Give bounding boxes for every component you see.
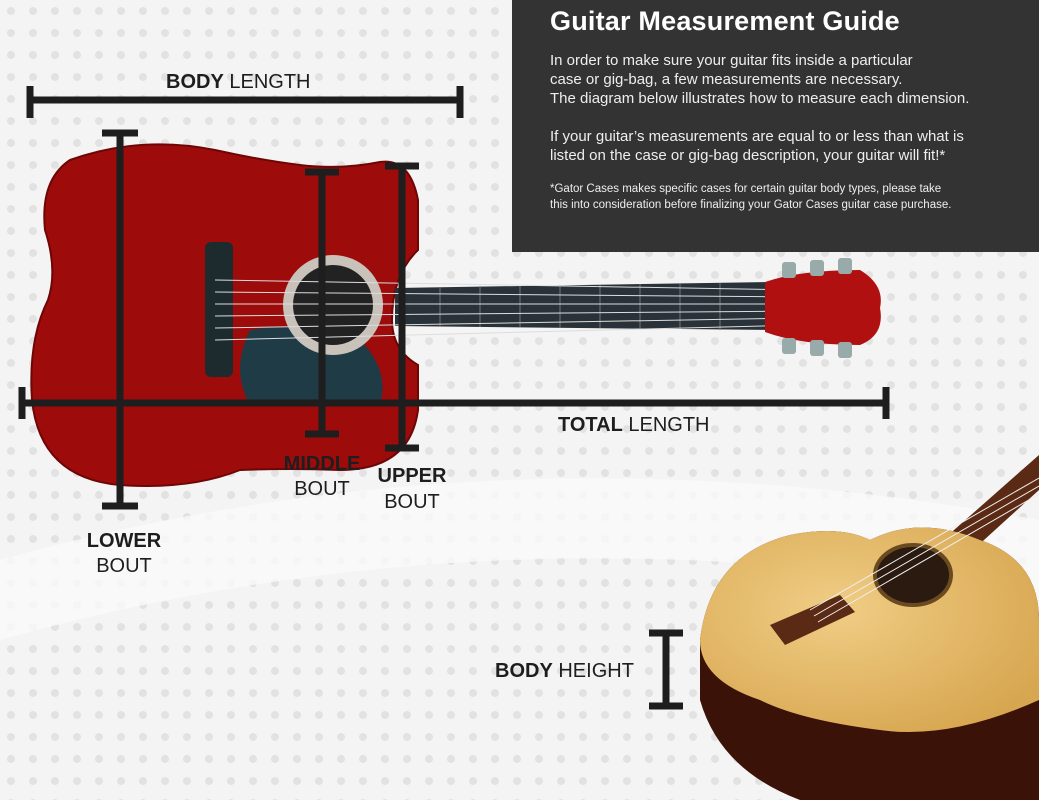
lower-bout-bar: [102, 129, 138, 510]
footnote-text: *Gator Cases makes specific cases for ce…: [550, 181, 1039, 213]
body-length-bar: [26, 86, 464, 118]
natural-bridge: [770, 595, 855, 645]
body-height-bar: [649, 629, 683, 710]
intro-line: case or gig-bag, a few measurements are …: [550, 71, 903, 88]
guide-panel: Guitar Measurement Guide In order to mak…: [512, 0, 1039, 252]
body-height-label: BODY HEIGHT: [495, 660, 634, 682]
fretboard: [395, 282, 770, 330]
body-length-label: BODY LENGTH: [166, 71, 310, 93]
fit-line: listed on the case or gig-bag descriptio…: [550, 147, 946, 164]
intro-text: In order to make sure your guitar fits i…: [550, 51, 1039, 108]
intro-line: The diagram below illustrates how to mea…: [550, 90, 970, 107]
natural-top: [700, 527, 1039, 732]
footnote-line: this into consideration before finalizin…: [550, 199, 952, 211]
natural-acoustic-guitar: [700, 455, 1039, 800]
fit-line: If your guitar’s measurements are equal …: [550, 128, 964, 145]
total-length-bar: [18, 387, 890, 419]
fit-text: If your guitar’s measurements are equal …: [550, 127, 1039, 165]
footnote-line: *Gator Cases makes specific cases for ce…: [550, 183, 942, 195]
soundhole: [293, 265, 373, 345]
tuning-pegs: [782, 258, 852, 358]
guide-title: Guitar Measurement Guide: [550, 6, 900, 36]
headstock: [765, 270, 881, 345]
intro-line: In order to make sure your guitar fits i…: [550, 52, 913, 69]
natural-soundhole: [873, 543, 953, 607]
background-swoosh: [0, 478, 1039, 640]
total-length-label: TOTAL LENGTH: [558, 414, 710, 436]
middle-bout-bar: [305, 168, 339, 438]
bridge: [205, 242, 233, 377]
